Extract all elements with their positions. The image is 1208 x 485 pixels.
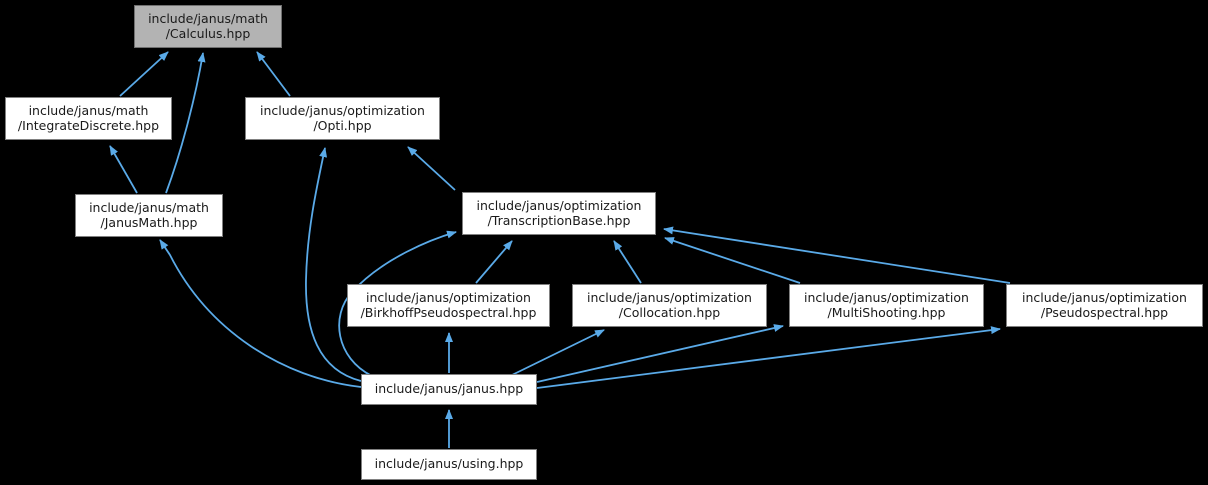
node-label-line2: /Collocation.hpp	[618, 304, 721, 320]
node-label-line1: include/janus/optimization	[366, 290, 531, 305]
node-birkhoffpseudospectral-hpp[interactable]: include/janus/optimization /BirkhoffPseu…	[347, 284, 550, 327]
node-opti-hpp[interactable]: include/janus/optimization /Opti.hpp	[245, 97, 440, 140]
node-label-line2: /MultiShooting.hpp	[827, 304, 946, 320]
node-label-line2: /Pseudospectral.hpp	[1040, 304, 1169, 320]
edge-pseudo-to-transcript	[663, 226, 1011, 284]
node-label-line2: /IntegrateDiscrete.hpp	[17, 117, 160, 133]
edge-integrate-to-calculus	[119, 51, 169, 97]
edge-janus-to-collocation	[511, 329, 605, 376]
node-label-line1: include/janus/optimization	[1022, 290, 1187, 305]
node-label-line1: include/janus/math	[89, 200, 209, 215]
node-label-line2: /JanusMath.hpp	[100, 214, 198, 230]
edge-opti-to-calculus	[256, 51, 291, 97]
node-calculus-hpp[interactable]: include/janus/math /Calculus.hpp	[134, 5, 282, 48]
node-label-line1: include/janus/math	[148, 11, 268, 26]
edge-janus-to-janusmath	[159, 239, 362, 388]
node-multishooting-hpp[interactable]: include/janus/optimization /MultiShootin…	[789, 284, 984, 327]
node-label-line1: include/janus/optimization	[476, 198, 642, 213]
edge-collocation-to-transcript	[613, 240, 642, 284]
edge-transcript-to-opti	[407, 146, 456, 191]
node-collocation-hpp[interactable]: include/janus/optimization /Collocation.…	[572, 284, 767, 327]
node-label-line1: include/janus/optimization	[587, 290, 752, 305]
edge-janusmath-to-calculus	[165, 52, 206, 194]
edge-multishoot-to-transcript	[664, 237, 801, 284]
edge-janus-to-pseudo	[536, 326, 1001, 389]
node-janus-hpp[interactable]: include/janus/janus.hpp	[361, 374, 537, 405]
node-label-line1: include/janus/janus.hpp	[374, 381, 524, 397]
node-label-line2: /Opti.hpp	[313, 117, 372, 133]
node-label-line2: /Calculus.hpp	[165, 25, 251, 41]
node-label-line1: include/janus/optimization	[804, 290, 969, 305]
node-label-line2: /BirkhoffPseudospectral.hpp	[360, 304, 537, 320]
node-label-line1: include/janus/optimization	[260, 103, 425, 118]
node-transcriptionbase-hpp[interactable]: include/janus/optimization /Transcriptio…	[462, 192, 656, 235]
node-label-line1: include/janus/math	[28, 103, 149, 118]
node-janusmath-hpp[interactable]: include/janus/math /JanusMath.hpp	[75, 194, 223, 237]
node-using-hpp[interactable]: include/janus/using.hpp	[361, 449, 537, 480]
node-integratediscrete-hpp[interactable]: include/janus/math /IntegrateDiscrete.hp…	[5, 97, 172, 140]
edge-janus-to-multishoot	[536, 324, 784, 383]
edge-janus-to-opti	[305, 147, 362, 382]
node-pseudospectral-hpp[interactable]: include/janus/optimization /Pseudospectr…	[1006, 284, 1203, 327]
edge-birkhoff-to-transcript	[475, 240, 513, 284]
node-label-line1: include/janus/using.hpp	[374, 456, 524, 472]
edge-janusmath-to-integrate	[109, 145, 138, 194]
node-label-line2: /TranscriptionBase.hpp	[487, 212, 631, 228]
